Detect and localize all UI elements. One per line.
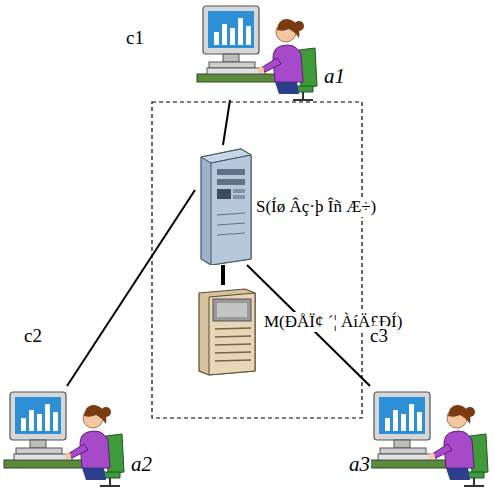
user-name: a1 — [323, 64, 346, 88]
user-terminal: a1 — [195, 2, 345, 100]
channel-label: c1 — [126, 28, 144, 49]
dashed-boundary — [152, 102, 362, 418]
user-illustration — [2, 388, 127, 488]
node-label: S(Íø Âç·þ Îñ Æ÷) — [255, 197, 377, 217]
user-name: a3 — [348, 452, 371, 476]
user-terminal: a2 — [2, 386, 152, 488]
user-illustration — [195, 2, 320, 102]
user-terminal: a3 — [348, 386, 492, 488]
storage-node: M(ÐÅÏ¢ ´¦ ÀíÄ£ÐÍ) — [195, 285, 261, 377]
user-illustration — [366, 388, 491, 488]
user-name: a2 — [130, 452, 153, 476]
server-node: S(Íø Âç·þ Îñ Æ÷) — [195, 145, 255, 265]
network-link — [223, 100, 230, 145]
network-link — [67, 190, 195, 386]
store-illustration — [195, 285, 257, 377]
network-link — [221, 265, 225, 285]
channel-label: c2 — [24, 326, 42, 347]
server-illustration — [195, 145, 253, 265]
channel-label: c3 — [370, 326, 388, 347]
